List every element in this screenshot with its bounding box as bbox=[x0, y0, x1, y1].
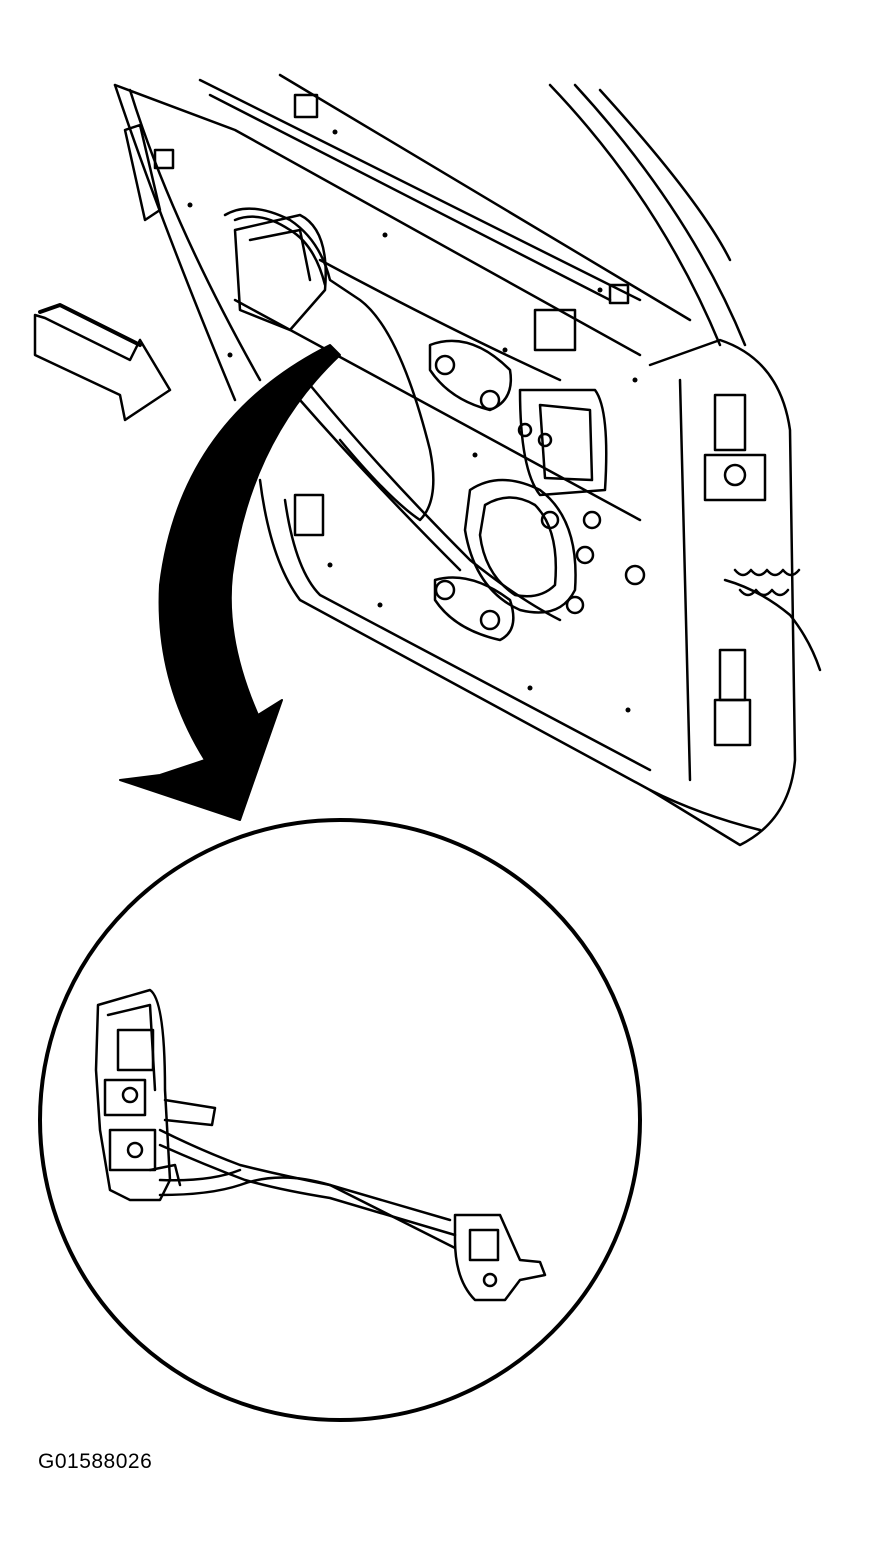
panel-clips bbox=[123, 93, 630, 537]
access-openings bbox=[428, 339, 608, 642]
figure-id-label: G01588026 bbox=[38, 1450, 153, 1473]
callout-arrow-icon bbox=[119, 344, 341, 821]
panel-dots bbox=[187, 129, 638, 713]
detail-view-circle bbox=[38, 818, 642, 1422]
view-direction-arrow-icon bbox=[33, 303, 172, 422]
latch-assembly bbox=[703, 393, 822, 747]
handle-bracket bbox=[233, 213, 327, 332]
detail-latch-with-rods bbox=[94, 988, 547, 1302]
door-inner-panel bbox=[113, 73, 797, 847]
fasteners bbox=[434, 354, 646, 631]
latch-rod-routing bbox=[223, 207, 562, 622]
